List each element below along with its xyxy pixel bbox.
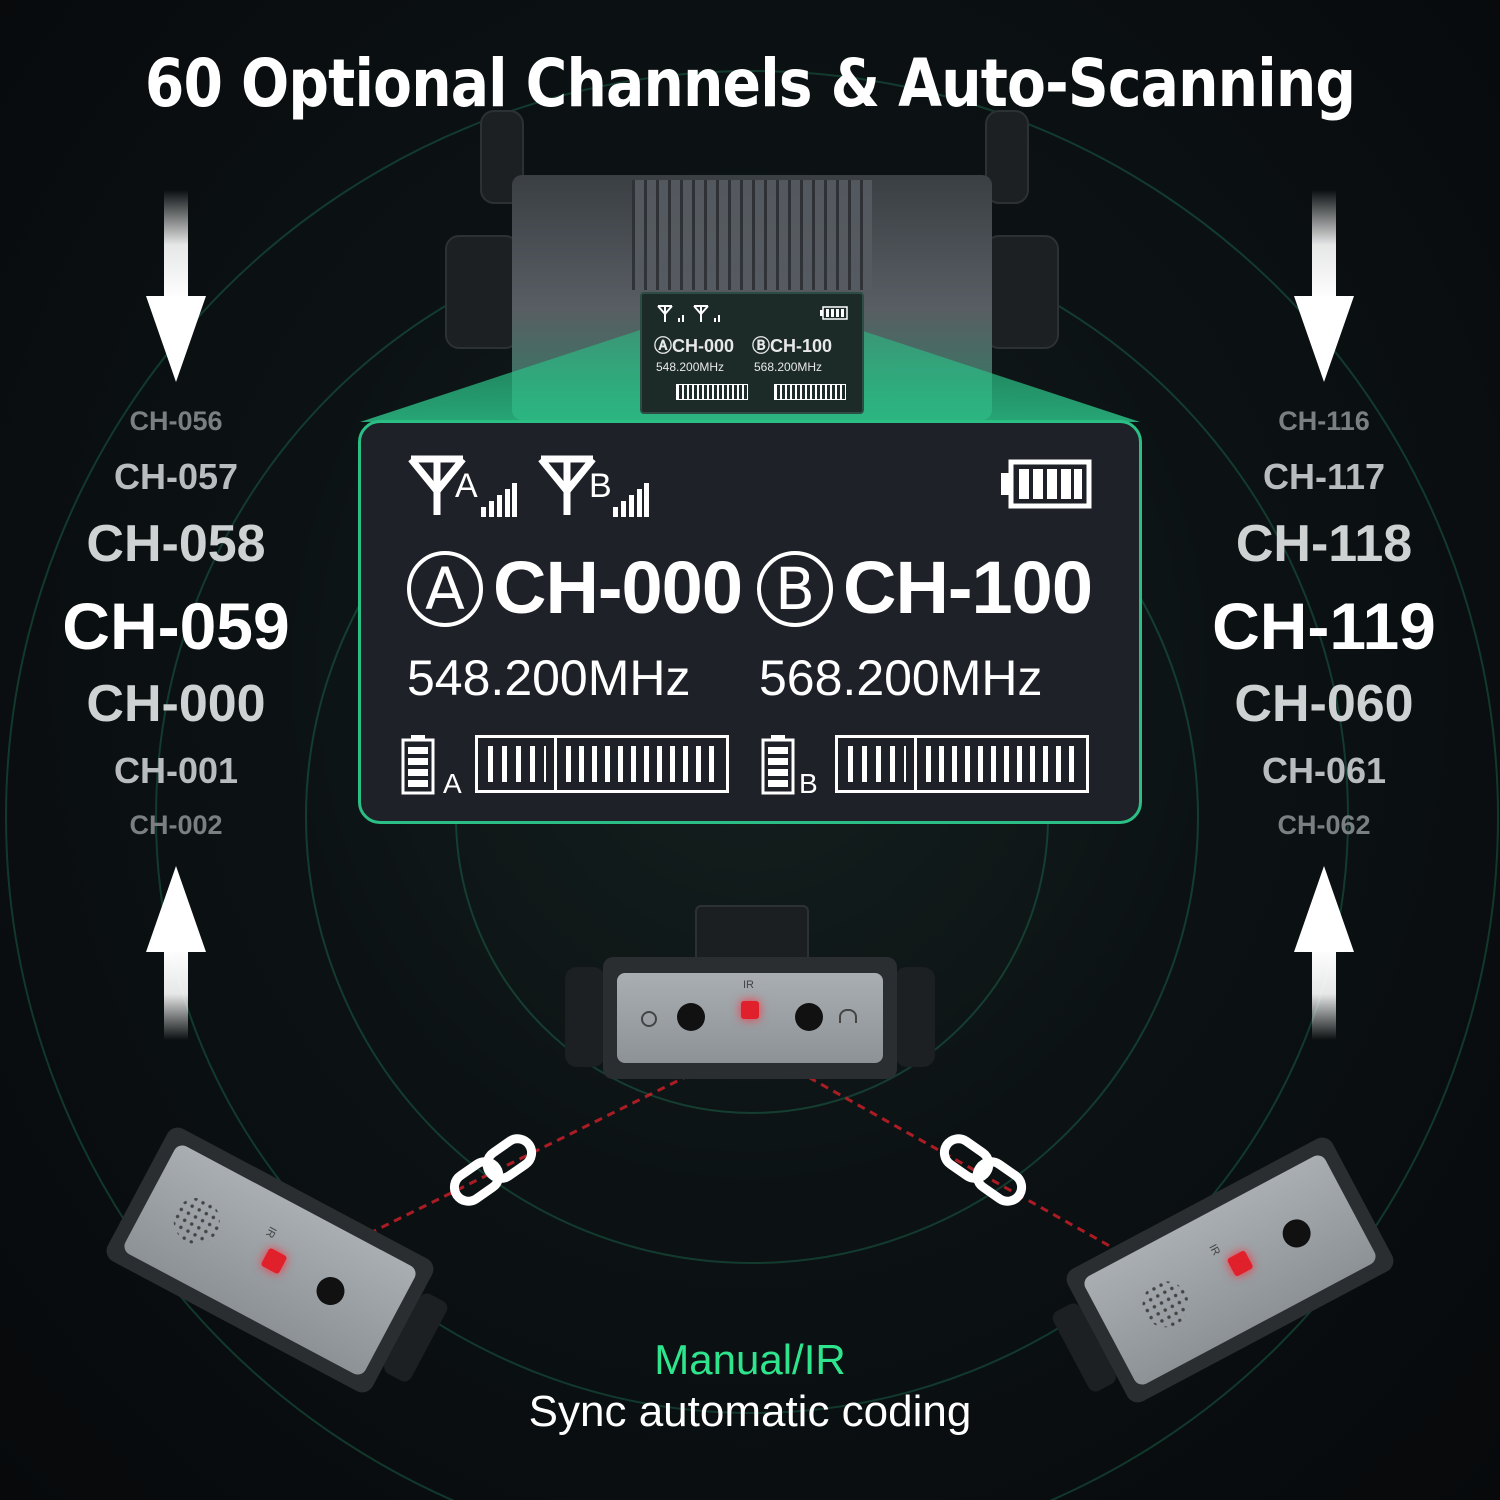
receiver-mount-left [480,110,524,204]
ir-label: IR [743,979,754,991]
receiver-fins [632,180,872,290]
ir-sensor [741,1001,759,1019]
channel-item: CH-062 [1277,810,1371,840]
signal-bars-icon [613,483,649,517]
mini-meter-a [676,384,748,400]
battery-icon [820,306,848,320]
headphone-jack [795,1003,823,1031]
audio-meter-a [475,735,729,793]
sync-description: Sync automatic coding [528,1387,972,1436]
antenna-icon [408,455,466,515]
page-title: 60 Optional Channels & Auto-Scanning [144,45,1356,122]
ir-sensor [260,1247,288,1275]
ir-label: IR [1206,1242,1223,1258]
channel-a-value: CH-000 [493,546,743,629]
meter-a-label: A [443,768,462,799]
mini-display: ⒶCH-000 ⒷCH-100 548.200MHz 568.200MHz [640,292,864,414]
power-icon [641,1011,657,1027]
channel-item: CH-060 [1234,675,1414,733]
ir-sensor [1226,1249,1254,1278]
antenna-b-label: B [589,467,612,505]
frequency-a: 548.200MHz [407,650,691,706]
mini-freq-a: 548.200MHz [656,360,725,374]
sync-mode-label: Manual/IR [654,1336,846,1383]
microphone-grille [165,1189,228,1253]
link-icon [939,1134,1027,1206]
battery-icon [1001,459,1092,509]
channel-item-active: CH-119 [1212,589,1436,663]
receiver-front: IR [565,905,935,1085]
battery-icon [401,735,435,795]
channel-a-badge: A [407,551,483,627]
arrow-up-icon [146,866,206,1040]
channel-item: CH-061 [1261,750,1387,791]
lcd-panel: A B A CH-000 B CH-100 548.200MHz 568.200… [358,420,1142,824]
channel-item: CH-002 [129,810,223,840]
arrow-up-icon [1294,866,1354,1040]
meter-b-label: B [799,768,818,799]
ir-label: IR [262,1224,279,1240]
frequency-b: 568.200MHz [759,650,1043,706]
receiver-mount-right [985,110,1029,204]
audio-meter-b [835,735,1089,793]
audio-jack [677,1003,705,1031]
channel-item: CH-116 [1278,406,1370,436]
channel-item: CH-056 [129,406,223,436]
receiver-knob-left [445,235,519,349]
microphone-grille [1134,1273,1197,1336]
mini-channel-b: ⒷCH-100 [752,336,833,356]
antenna-a-label: A [455,467,478,505]
mini-freq-b: 568.200MHz [754,360,823,374]
battery-icon [761,735,795,795]
power-button [1277,1214,1316,1253]
channel-item: CH-001 [113,750,239,791]
channel-b-badge: B [757,551,833,627]
signal-bars-icon [481,483,517,517]
channel-item-active: CH-059 [62,589,290,663]
receiver-knob [565,967,605,1067]
headphone-icon [839,1009,857,1023]
arrow-down-icon [146,190,206,382]
channel-item: CH-118 [1235,515,1413,573]
mini-meter-b [774,384,846,400]
receiver-face: IR [603,957,897,1079]
channel-item: CH-057 [113,456,239,497]
channel-item: CH-000 [86,675,266,733]
link-icon [449,1134,537,1206]
antenna-icon [657,305,720,322]
receiver-knob [895,967,935,1067]
channel-item: CH-117 [1262,456,1386,497]
arrow-down-icon [1294,190,1354,382]
mini-channel-a: ⒶCH-000 [654,336,735,356]
channel-b-value: CH-100 [843,546,1093,629]
channel-item: CH-058 [86,515,266,573]
antenna-icon [538,455,596,515]
power-button [311,1272,350,1310]
